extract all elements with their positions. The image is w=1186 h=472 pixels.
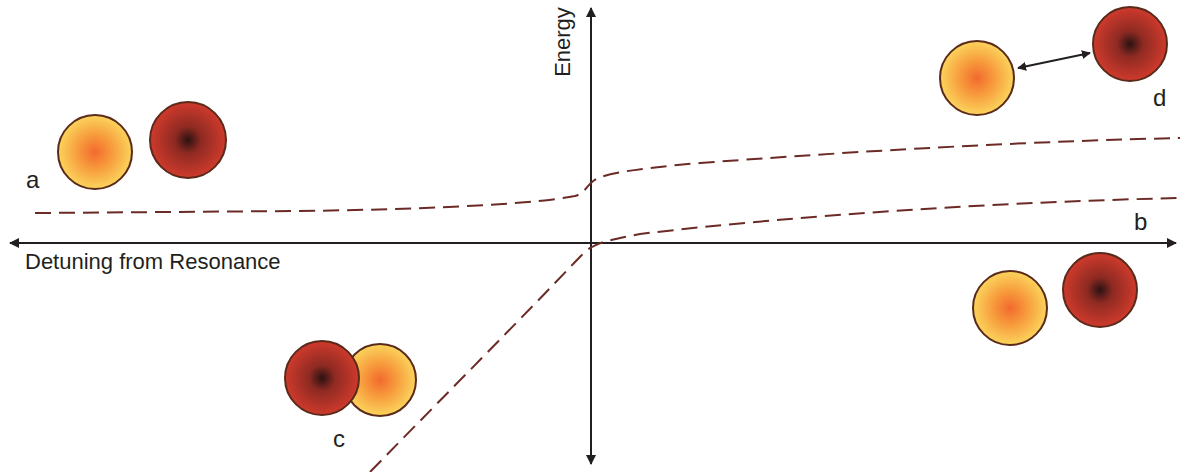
detuning-axis: [10, 242, 1176, 244]
yellow-atom: [973, 271, 1047, 345]
state-letter: b: [1134, 210, 1147, 234]
energy-axis: [590, 8, 592, 464]
axis-title: Energy: [552, 7, 574, 77]
red-atom: [150, 102, 226, 178]
state-letter: a: [26, 168, 39, 192]
yellow-atom: [58, 115, 132, 189]
red-atom: [285, 341, 359, 415]
yellow-atom: [940, 41, 1014, 115]
lower-energy-curve: [370, 198, 1180, 472]
interaction-arrow: [1018, 53, 1090, 68]
state-letter: d: [1153, 86, 1166, 110]
state-letter: c: [333, 427, 345, 451]
red-atom: [1063, 253, 1137, 327]
red-atom: [1093, 7, 1167, 81]
axis-title: Detuning from Resonance: [25, 251, 281, 273]
